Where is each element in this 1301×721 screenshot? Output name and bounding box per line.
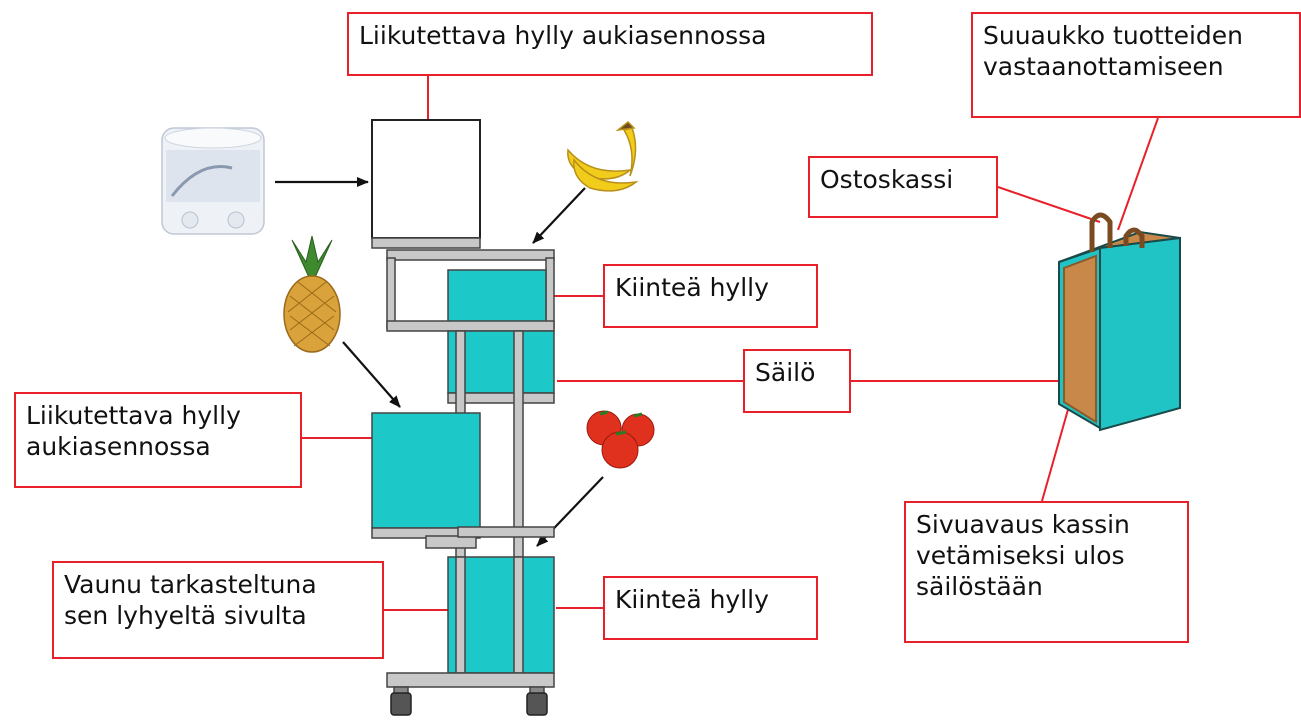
bag-side-opening	[1063, 254, 1097, 424]
arrow-banana	[532, 187, 586, 244]
label-shopping-bag: Ostoskassi	[808, 156, 998, 218]
pineapple-image	[283, 235, 341, 353]
upper-fixed-shelf	[447, 269, 547, 323]
leader-lines	[302, 76, 1159, 611]
banana-stem	[615, 120, 636, 132]
tomato-stems	[599, 410, 643, 436]
banana-2	[573, 158, 639, 192]
paper-towel-roll-core-left	[181, 211, 199, 229]
arrow-pineapple	[342, 341, 401, 408]
wheel-left	[390, 692, 412, 716]
tomato-image	[586, 410, 655, 469]
upper-frame-left-post	[386, 257, 396, 329]
center-post-right-front	[513, 556, 524, 674]
paper-towel-graphic	[170, 165, 233, 197]
label-fixed-shelf-lower: Kiinteä hylly	[603, 576, 818, 640]
paper-towel-label-band	[166, 150, 260, 202]
left-shelf-arm	[425, 535, 477, 549]
leader-line-shopping-bag	[997, 186, 1101, 223]
shopping-bag	[1058, 212, 1181, 432]
upper-frame-right-post	[545, 257, 555, 329]
tomato-3	[601, 431, 639, 469]
left-shelf-box	[371, 412, 481, 529]
pineapple-crown	[291, 235, 333, 286]
banana-3	[622, 127, 637, 177]
label-movable-shelf-top: Liikutettava hylly aukiasennossa	[347, 12, 873, 76]
center-post-left-front	[455, 556, 466, 674]
paper-towel-roll-top	[164, 127, 262, 149]
container-base	[447, 392, 555, 404]
label-container: Säilö	[743, 349, 851, 413]
wheel-right	[526, 692, 548, 716]
pineapple-texture	[287, 281, 337, 347]
upper-shelf-base	[386, 320, 555, 332]
top-shelf-box	[371, 119, 481, 239]
bag-front	[1099, 236, 1181, 432]
top-shelf-tray	[371, 237, 481, 249]
pineapple-body	[283, 275, 341, 353]
cart	[371, 119, 555, 716]
label-side-opening: Sivuavaus kassin vetämiseksi ulos säilös…	[904, 501, 1189, 643]
upper-frame-bar	[386, 249, 555, 261]
banana-image	[567, 120, 639, 192]
paper-towel-roll-image	[161, 127, 265, 235]
leader-line-bag-opening	[1117, 117, 1159, 231]
label-bag-opening: Suuaukko tuotteiden vastaanottamiseen	[971, 12, 1301, 118]
label-cart-view: Vaunu tarkasteltuna sen lyhyeltä sivulta	[52, 561, 384, 659]
bag-handle-front	[1123, 227, 1145, 248]
cart-base	[386, 672, 555, 688]
paper-towel-roll-core-right	[227, 211, 245, 229]
label-movable-shelf-left: Liikutettava hylly aukiasennossa	[14, 392, 302, 488]
bag-handle-back	[1089, 212, 1113, 252]
lower-frame-bar	[457, 526, 555, 538]
label-fixed-shelf-upper: Kiinteä hylly	[603, 264, 818, 328]
